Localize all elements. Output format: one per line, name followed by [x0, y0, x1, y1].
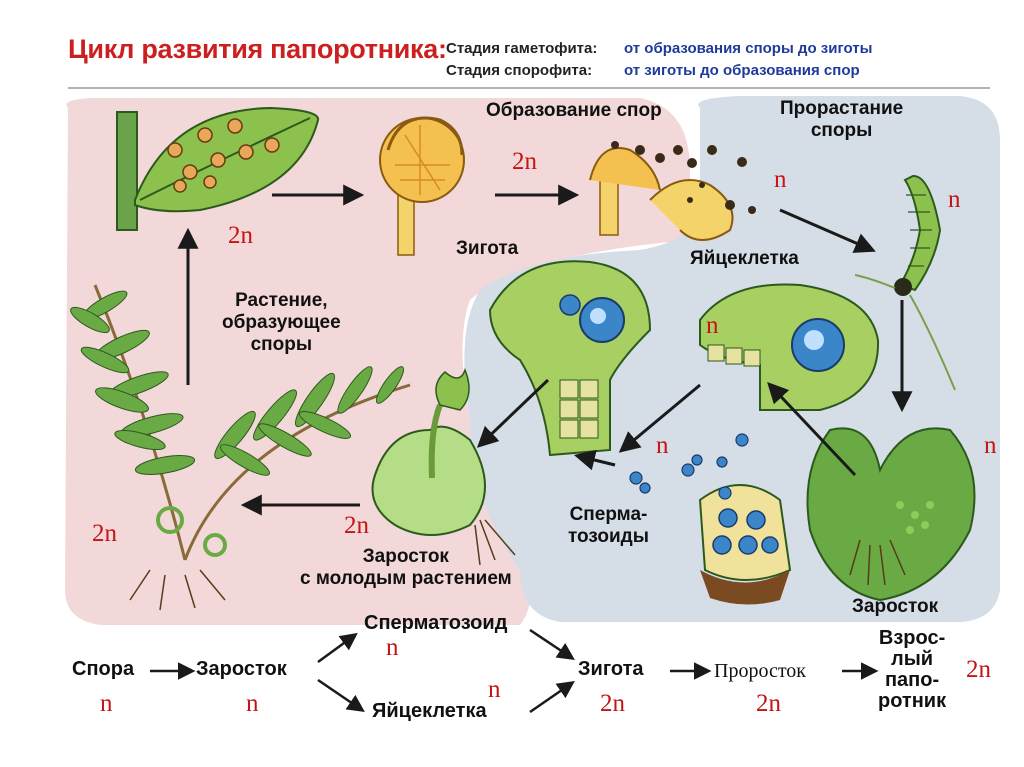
- flow-egg: Яйцеклетка: [372, 700, 487, 723]
- ploidy-n-archegonium: n: [706, 312, 719, 340]
- flow-spermatozoid: Сперматозоид: [364, 612, 507, 635]
- ploidy-n-spermatozoids: n: [656, 432, 669, 460]
- flow-prothallus: Заросток: [196, 658, 287, 681]
- ploidy-2n-young-plant: 2n: [344, 512, 369, 540]
- flow-ploidy-prothallus: n: [246, 690, 259, 718]
- flow-ploidy-egg: n: [488, 676, 501, 704]
- ploidy-n-spores: n: [774, 166, 787, 194]
- label-spore-plant: Растение, образующее споры: [222, 290, 341, 356]
- ploidy-2n-sporangium: 2n: [512, 148, 537, 176]
- label-spermatozoids: Сперма- тозоиды: [568, 504, 649, 548]
- flow-ploidy-adult-fern: 2n: [966, 656, 991, 684]
- label-prothallus-young-plant: Заросток с молодым растением: [300, 546, 512, 590]
- label-zygote: Зигота: [456, 238, 518, 260]
- flow-adult-fern: Взрос- лый папо- ротник: [878, 628, 946, 712]
- diagram-title: Цикл развития папоротника:: [68, 34, 447, 65]
- flow-ploidy-zygote: 2n: [600, 690, 625, 718]
- ploidy-2n-leaf: 2n: [228, 222, 253, 250]
- ploidy-2n-fern: 2n: [92, 520, 117, 548]
- ploidy-n-prothallus: n: [984, 432, 997, 460]
- antheridium: [700, 485, 790, 605]
- flow-ploidy-spermatozoid: n: [386, 634, 399, 662]
- gametophyte-stage-value: от образования споры до зиготы: [624, 40, 872, 57]
- label-spore-formation: Образование спор: [486, 100, 662, 122]
- flow-ploidy-sprout: 2n: [756, 690, 781, 718]
- label-prothallus: Заросток: [852, 596, 938, 618]
- ploidy-n-germination: n: [948, 186, 961, 214]
- sporophyte-stage-value: от зиготы до образования спор: [624, 62, 860, 79]
- flow-sprout: Проросток: [714, 660, 806, 683]
- label-spore-germination: Прорастание споры: [780, 98, 903, 142]
- sporophyte-stage-label: Стадия спорофита:: [446, 62, 592, 79]
- flow-ploidy-spore: n: [100, 690, 113, 718]
- label-egg-cell: Яйцеклетка: [690, 248, 799, 270]
- flow-zygote: Зигота: [578, 658, 644, 681]
- flow-spore: Спора: [72, 658, 134, 681]
- gametophyte-stage-label: Стадия гаметофита:: [446, 40, 597, 57]
